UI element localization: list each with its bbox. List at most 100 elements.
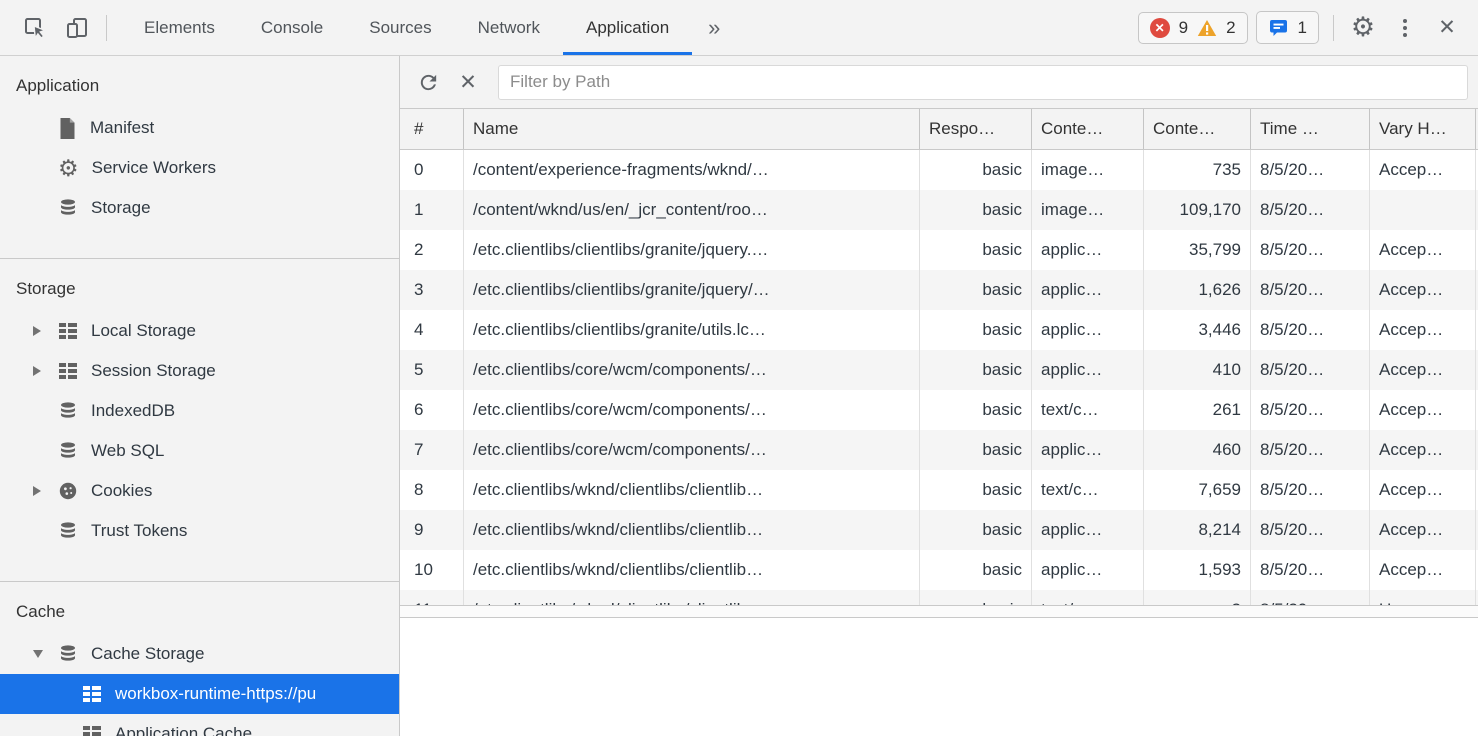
- column-header-3[interactable]: Conte…: [1032, 109, 1144, 149]
- table-row[interactable]: 11/etc.clientlibs/wknd/clientlibs/client…: [400, 590, 1478, 605]
- cache-filter-toolbar: ✕: [400, 56, 1478, 109]
- cell: /etc.clientlibs/wknd/clientlibs/clientli…: [464, 590, 920, 605]
- sidebar-item-application-cache[interactable]: Application Cache: [0, 714, 399, 736]
- sidebar-item-indexeddb[interactable]: IndexedDB: [0, 391, 399, 431]
- cell: Accep…: [1370, 430, 1476, 470]
- table-row[interactable]: 2/etc.clientlibs/clientlibs/granite/jque…: [400, 230, 1478, 270]
- sidebar-item-label: Session Storage: [91, 361, 216, 380]
- close-devtools-icon[interactable]: ✕: [1438, 16, 1456, 39]
- grid-rows: 0/content/experience-fragments/wknd/…bas…: [400, 150, 1478, 605]
- cell: /etc.clientlibs/clientlibs/granite/jquer…: [464, 230, 920, 270]
- cell: U…: [1370, 590, 1476, 605]
- table-row[interactable]: 9/etc.clientlibs/wknd/clientlibs/clientl…: [400, 510, 1478, 550]
- tab-application[interactable]: Application: [562, 0, 693, 55]
- cell: basic: [920, 190, 1032, 230]
- table-icon: [58, 362, 78, 380]
- table-row[interactable]: 1/content/wknd/us/en/_jcr_content/roo…ba…: [400, 190, 1478, 230]
- column-header-6[interactable]: Vary H…: [1370, 109, 1476, 149]
- messages-badge[interactable]: 1: [1255, 11, 1319, 44]
- cell: basic: [920, 150, 1032, 190]
- table-row[interactable]: 7/etc.clientlibs/core/wcm/components/…ba…: [400, 430, 1478, 470]
- table-row[interactable]: 4/etc.clientlibs/clientlibs/granite/util…: [400, 310, 1478, 350]
- cell: basic: [920, 590, 1032, 605]
- sidebar-item-trust-tokens[interactable]: Trust Tokens: [0, 511, 399, 551]
- section-title: Storage: [16, 279, 76, 298]
- cell: 8/5/20…: [1251, 390, 1370, 430]
- cell: 8/5/20…: [1251, 150, 1370, 190]
- table-row[interactable]: 0/content/experience-fragments/wknd/…bas…: [400, 150, 1478, 190]
- cell: 7: [400, 430, 464, 470]
- sidebar-item-cookies[interactable]: Cookies: [0, 471, 399, 511]
- sidebar-item-label: Web SQL: [91, 441, 165, 460]
- delete-selected-icon[interactable]: ✕: [459, 70, 477, 94]
- filter-by-path-input[interactable]: [498, 64, 1468, 100]
- cell: Accep…: [1370, 510, 1476, 550]
- cell: 2: [1144, 590, 1251, 605]
- warning-count: 2: [1226, 17, 1236, 37]
- cell: 8/5/20…: [1251, 350, 1370, 390]
- table-row[interactable]: 5/etc.clientlibs/core/wcm/components/…ba…: [400, 350, 1478, 390]
- database-icon: [58, 198, 78, 218]
- cell: 8,214: [1144, 510, 1251, 550]
- table-row[interactable]: 10/etc.clientlibs/wknd/clientlibs/client…: [400, 550, 1478, 590]
- column-header-2[interactable]: Respo…: [920, 109, 1032, 149]
- device-toolbar-icon[interactable]: [56, 7, 98, 49]
- triangle-right-icon[interactable]: [33, 326, 41, 336]
- cell: /etc.clientlibs/wknd/clientlibs/clientli…: [464, 510, 920, 550]
- refresh-icon[interactable]: [408, 62, 448, 102]
- sidebar-item-session-storage[interactable]: Session Storage: [0, 351, 399, 391]
- sidebar-item-service-workers[interactable]: ⚙Service Workers: [0, 148, 399, 188]
- triangle-down-icon[interactable]: [33, 650, 43, 658]
- sidebar-item-local-storage[interactable]: Local Storage: [0, 311, 399, 351]
- sidebar-item-storage[interactable]: Storage: [0, 188, 399, 228]
- sidebar-item-label: Application Cache: [115, 724, 253, 736]
- tab-console[interactable]: Console: [260, 17, 324, 37]
- table-icon: [82, 725, 102, 736]
- triangle-right-icon[interactable]: [33, 486, 41, 496]
- cell: /etc.clientlibs/clientlibs/granite/utils…: [464, 310, 920, 350]
- cell: applic…: [1032, 550, 1144, 590]
- issues-badge[interactable]: ✕ 9 2: [1137, 11, 1248, 44]
- triangle-right-icon[interactable]: [33, 366, 41, 376]
- cell: Accep…: [1370, 150, 1476, 190]
- sidebar-item-cache-storage[interactable]: Cache Storage: [0, 634, 399, 674]
- cell: Accep…: [1370, 350, 1476, 390]
- cell: 8/5/20…: [1251, 430, 1370, 470]
- table-row[interactable]: 8/etc.clientlibs/wknd/clientlibs/clientl…: [400, 470, 1478, 510]
- settings-gear-icon[interactable]: ⚙: [1350, 12, 1376, 42]
- cell: 2: [400, 230, 464, 270]
- toolbar-divider: [1333, 14, 1334, 41]
- database-icon: [58, 401, 78, 421]
- inspect-element-icon[interactable]: [14, 7, 56, 49]
- cell: [1370, 190, 1476, 230]
- database-icon: [58, 644, 78, 664]
- more-tabs-icon[interactable]: »: [708, 14, 721, 40]
- column-header-0[interactable]: #: [400, 109, 464, 149]
- column-header-5[interactable]: Time …: [1251, 109, 1370, 149]
- cell: applic…: [1032, 230, 1144, 270]
- table-row[interactable]: 3/etc.clientlibs/clientlibs/granite/jque…: [400, 270, 1478, 310]
- column-header-4[interactable]: Conte…: [1144, 109, 1251, 149]
- kebab-menu-icon[interactable]: [1384, 7, 1426, 49]
- error-count: 9: [1178, 17, 1189, 37]
- section-title: Cache: [16, 602, 66, 621]
- cell: 6: [400, 390, 464, 430]
- tab-sources[interactable]: Sources: [369, 17, 432, 37]
- sidebar-item-web-sql[interactable]: Web SQL: [0, 431, 399, 471]
- table-row[interactable]: 6/etc.clientlibs/core/wcm/components/…ba…: [400, 390, 1478, 430]
- cell: Accep…: [1370, 390, 1476, 430]
- sidebar-item-workbox-runtime-https-pu[interactable]: workbox-runtime-https://pu: [0, 674, 399, 714]
- sidebar-item-manifest[interactable]: Manifest: [0, 108, 399, 148]
- cell: basic: [920, 350, 1032, 390]
- tab-elements[interactable]: Elements: [144, 17, 215, 37]
- horizontal-scrollbar[interactable]: [400, 605, 1478, 618]
- cell: 4: [400, 310, 464, 350]
- tab-network[interactable]: Network: [477, 17, 540, 37]
- cell: /content/experience-fragments/wknd/…: [464, 150, 920, 190]
- cell: 0: [400, 150, 464, 190]
- column-header-1[interactable]: Name: [464, 109, 920, 149]
